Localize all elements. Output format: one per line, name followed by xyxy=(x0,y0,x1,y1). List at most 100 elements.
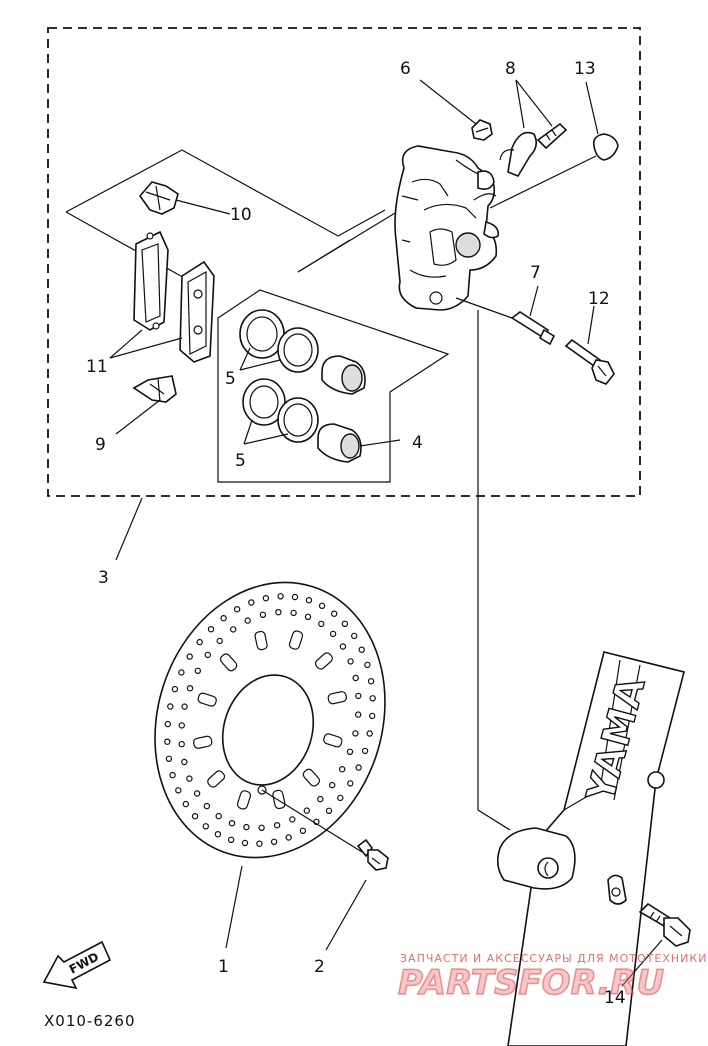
disc-hole xyxy=(351,632,358,640)
cap-leader-line xyxy=(489,155,597,209)
disc-hole xyxy=(259,611,267,619)
disc-hole xyxy=(355,764,362,771)
disc-hole xyxy=(304,613,312,621)
disc-hole xyxy=(207,626,215,633)
disc-hole xyxy=(215,812,222,820)
disc-slots xyxy=(193,630,347,810)
disc-slot xyxy=(236,790,252,810)
fork-bolt xyxy=(621,902,691,987)
disc-hole xyxy=(305,597,313,604)
disc-hole xyxy=(273,822,281,829)
disc-hole xyxy=(244,617,251,624)
watermark-brand: PARTSFOR.RU xyxy=(398,963,664,1003)
callout-3: 3 xyxy=(98,568,109,588)
disc-hole xyxy=(175,787,182,794)
disc-hole xyxy=(227,836,235,844)
disc-hole xyxy=(355,711,362,718)
caliper-cap xyxy=(585,81,619,161)
bleed-screw-cap xyxy=(419,79,493,141)
disc-hole xyxy=(318,602,326,610)
disc-hole xyxy=(277,593,284,600)
callout-8: 8 xyxy=(505,59,516,79)
disc-hole xyxy=(317,795,324,803)
disc-slot xyxy=(302,768,321,787)
callout-9: 9 xyxy=(95,435,106,455)
disc-hole xyxy=(369,695,376,702)
disc-hole xyxy=(358,646,365,653)
assembly-leader xyxy=(115,497,143,561)
callout-4: 4 xyxy=(412,433,423,453)
disc-hole xyxy=(194,667,201,675)
disc-drill-holes xyxy=(164,593,376,847)
disc-hole xyxy=(366,730,373,737)
caliper-assembly-box xyxy=(47,27,641,497)
disc-hole xyxy=(178,669,185,676)
callout-5a: 5 xyxy=(225,369,236,389)
disc-hole xyxy=(329,781,336,789)
disc-hole xyxy=(262,595,270,602)
disc-hole xyxy=(171,685,179,693)
disc-hole xyxy=(291,593,299,601)
disc-slot xyxy=(327,691,347,705)
disc-hole xyxy=(248,599,255,606)
disc-hole xyxy=(203,802,211,810)
callout-7: 7 xyxy=(530,263,541,283)
disc-hole xyxy=(364,661,371,669)
disc-hole xyxy=(289,816,296,823)
disc-hole xyxy=(243,823,250,831)
callout-6: 6 xyxy=(400,59,411,79)
disc-hole xyxy=(339,643,347,650)
diagram-code: X010-6260 xyxy=(44,1012,136,1030)
disc-slot xyxy=(193,735,213,749)
caliper-bolt xyxy=(564,305,615,385)
callout-1: 1 xyxy=(218,957,229,977)
disc-hole xyxy=(352,674,359,682)
callout-5b: 5 xyxy=(235,451,246,471)
disc-hole xyxy=(229,626,237,633)
forward-arrow: FWD xyxy=(42,940,112,990)
brake-pads xyxy=(109,230,215,363)
disc-hole xyxy=(186,775,193,782)
disc-hole xyxy=(167,703,174,710)
callout-2: 2 xyxy=(314,957,325,977)
disc-hole xyxy=(347,780,354,787)
disc-hole xyxy=(204,651,211,659)
caliper-pin xyxy=(455,285,556,346)
disc-hole xyxy=(355,692,362,700)
disc-slot xyxy=(314,652,333,670)
front-fork: YAMA xyxy=(496,651,685,1046)
disc-hole xyxy=(202,823,209,830)
disc-bolt xyxy=(325,838,389,951)
disc-hole xyxy=(337,794,344,802)
disc-hole xyxy=(164,738,171,745)
callout-12: 12 xyxy=(588,289,610,309)
disc-hole xyxy=(275,609,282,616)
piston-seals xyxy=(239,309,319,445)
disc-hole xyxy=(329,630,337,638)
callout-11: 11 xyxy=(86,357,108,377)
disc-slot xyxy=(197,692,217,707)
disc-hole xyxy=(369,712,376,720)
brake-caliper xyxy=(394,145,500,311)
disc-hole xyxy=(182,800,189,808)
disc-hole xyxy=(367,678,375,685)
disc-hole xyxy=(214,831,222,838)
disc-hole xyxy=(256,840,263,847)
disc-slot xyxy=(254,630,268,651)
disc-hole xyxy=(339,766,346,773)
callout-14: 14 xyxy=(604,988,626,1008)
disc-hole xyxy=(178,722,185,729)
disc-hole xyxy=(165,755,173,763)
disc-hole xyxy=(270,838,278,846)
caliper-leader-line xyxy=(477,310,511,831)
disc-hole xyxy=(186,685,194,692)
disc-hole xyxy=(303,807,310,814)
disc-hole xyxy=(181,703,188,710)
brake-disc xyxy=(154,581,386,949)
disc-hole xyxy=(164,720,171,728)
disc-hole xyxy=(169,771,176,779)
disc-slot xyxy=(207,770,226,788)
disc-hole xyxy=(193,790,201,797)
disc-hole xyxy=(258,824,265,832)
